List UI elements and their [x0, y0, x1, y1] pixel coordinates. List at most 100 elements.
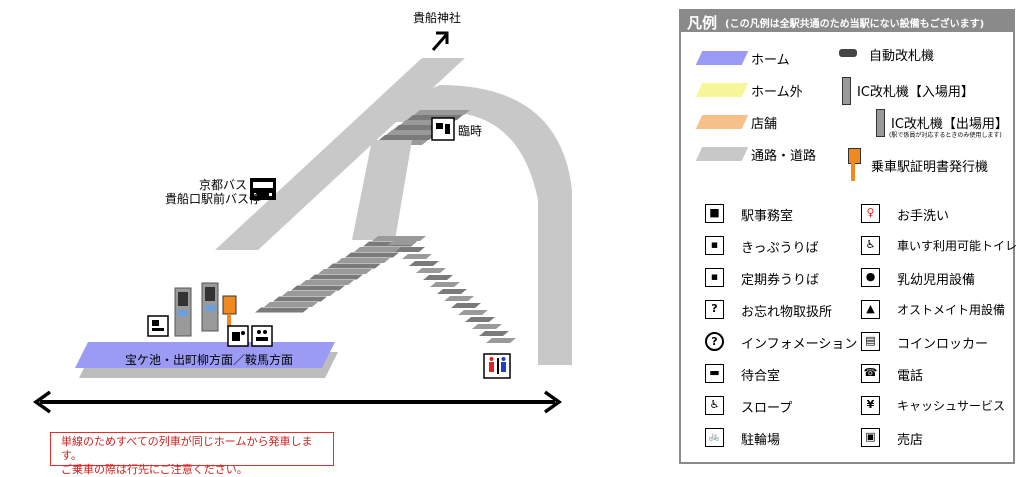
- legend-facility-label: 売店: [897, 433, 924, 448]
- shrine-label: 貴船神社: [413, 11, 462, 25]
- stair-step: [437, 289, 467, 294]
- legend-facility-label: きっぷうりば: [741, 241, 819, 256]
- legend-gate-label: 乗車駅証明書発行機: [871, 160, 989, 175]
- ic-gate-entry: [174, 287, 192, 337]
- stair-step: [300, 280, 354, 285]
- restroom-icon: [483, 353, 511, 379]
- stair-step: [472, 324, 502, 329]
- walkway-vertical: [352, 140, 412, 240]
- stair-step: [354, 247, 408, 252]
- legend-area-label: ホーム: [751, 53, 790, 68]
- ticket-booth-label: 臨時: [458, 124, 483, 138]
- stair-step: [291, 285, 345, 291]
- legend-gate-label: IC改札機【出場用】: [891, 117, 1008, 132]
- right-stairs: [388, 240, 516, 343]
- station-office-icon: ■: [705, 204, 724, 223]
- legend-facility-label: 電話: [897, 369, 924, 384]
- platform-label: 宝ケ池・出町柳方面／鞍馬方面: [125, 353, 294, 367]
- waiting-room-icon: [251, 325, 273, 347]
- stair-step: [336, 258, 390, 263]
- bus-stop-label-1: 京都バス: [199, 178, 248, 192]
- legend-gate-label: 自動改札機: [869, 49, 935, 64]
- boarding-certificate-machine: [222, 295, 237, 326]
- legend-area-label: ホーム外: [751, 85, 803, 100]
- wheelchair-toilet-icon: ♿: [861, 236, 880, 255]
- stair-step: [409, 261, 439, 266]
- ic-gate-entry-icon: [842, 77, 851, 105]
- legend-facility-label: キャッシュサービス: [897, 399, 1006, 413]
- stair-step: [345, 252, 399, 258]
- legend-facility-label: インフォメーション: [741, 337, 858, 352]
- station-map: [32, 31, 572, 414]
- legend-note: (この凡例は全駅共通のため当駅にない設備もございます): [725, 19, 985, 30]
- waiting-room-icon: ▬: [705, 364, 724, 383]
- stair-step: [458, 310, 488, 315]
- notice-line-1: 単線のためすべての列車が同じホームから発車します。: [61, 435, 313, 462]
- stair-step: [416, 268, 446, 273]
- stair-step: [386, 130, 442, 135]
- stair-step: [273, 296, 327, 302]
- legend-area-label: 店舗: [751, 117, 778, 132]
- stair-step: [309, 274, 363, 280]
- ticket-counter-icon: [147, 315, 169, 337]
- station-office-icon: [227, 325, 249, 347]
- stair-step: [414, 110, 470, 115]
- stair-step: [255, 307, 309, 313]
- stair-step: [372, 236, 426, 241]
- shrine-arrow-icon: [431, 31, 449, 51]
- legend-facility-label: コインロッカー: [897, 337, 989, 352]
- stair-step: [423, 275, 453, 280]
- stair-step: [451, 303, 481, 308]
- lower-stairs: [255, 236, 426, 313]
- legend-facility-label: 車いす利用可能トイレ: [897, 239, 1018, 253]
- stair-step: [444, 296, 474, 301]
- swatch-outside-platform: [695, 83, 749, 97]
- direction-arrow-icon: [32, 390, 563, 414]
- notice-box: 単線のためすべての列車が同じホームから発車します。 ご乗車の際は行先にご注意くだ…: [50, 432, 334, 476]
- certificate-machine-stand: [851, 163, 855, 181]
- legend-gate-label: IC改札機【入場用】: [857, 85, 974, 100]
- kiosk-icon: ▣: [861, 428, 880, 447]
- swatch-shop: [695, 115, 749, 129]
- information-icon: ?: [705, 332, 724, 351]
- walkway-main: [215, 58, 465, 250]
- ticket-booth-icon: [431, 117, 455, 141]
- legend-facility-label: スロープ: [741, 401, 793, 416]
- ic-gate-exit: [201, 282, 219, 332]
- stair-step: [479, 331, 509, 336]
- ostomate-icon: ▲: [861, 300, 880, 319]
- legend-gate-note: (駅で係員が対応するときのみ使用します): [889, 132, 1002, 139]
- cash-service-icon: ¥: [861, 396, 880, 415]
- stair-step: [318, 269, 372, 274]
- telephone-icon: ☎: [861, 364, 880, 383]
- stair-step: [395, 247, 425, 252]
- stair-step: [282, 291, 336, 296]
- ic-gate-exit-icon: [876, 109, 885, 137]
- restroom-icon: ♀: [861, 204, 880, 223]
- bus-stop-label-2: 貴船口駅前バス停: [165, 192, 262, 206]
- commuter-pass-icon: ▪: [705, 268, 724, 287]
- legend-facility-label: お手洗い: [897, 209, 950, 224]
- stair-step: [264, 302, 318, 307]
- auto-gate-icon: [839, 49, 857, 57]
- legend-area-label: 通路・道路: [751, 149, 817, 164]
- swatch-platform: [695, 51, 749, 65]
- notice-line-2: ご乗車の際は行先にご注意ください。: [61, 463, 248, 476]
- legend-facility-label: お忘れ物取扱所: [741, 305, 833, 320]
- legend-header: 凡例 (この凡例は全駅共通のため当駅にない設備もございます): [681, 11, 1013, 32]
- bus-icon: [250, 178, 276, 200]
- legend-facility-label: 乳幼児用設備: [897, 273, 976, 288]
- coin-locker-icon: ▤: [861, 332, 880, 351]
- stair-step: [379, 135, 435, 140]
- certificate-machine-icon: [848, 148, 861, 164]
- legend-panel: 凡例 (この凡例は全駅共通のため当駅にない設備もございます) ホーム ホーム外 …: [679, 9, 1018, 464]
- slope-icon: ♿: [705, 396, 724, 415]
- bicycle-parking-icon: 🚲: [705, 428, 724, 447]
- lost-and-found-icon: ?: [705, 300, 724, 319]
- baby-facility-icon: ●: [861, 268, 880, 287]
- stair-step: [486, 338, 516, 343]
- swatch-passage: [695, 147, 749, 161]
- legend-facility-label: 待合室: [741, 369, 781, 384]
- stair-step: [402, 254, 432, 259]
- ticket-counter-icon: ▪: [705, 236, 724, 255]
